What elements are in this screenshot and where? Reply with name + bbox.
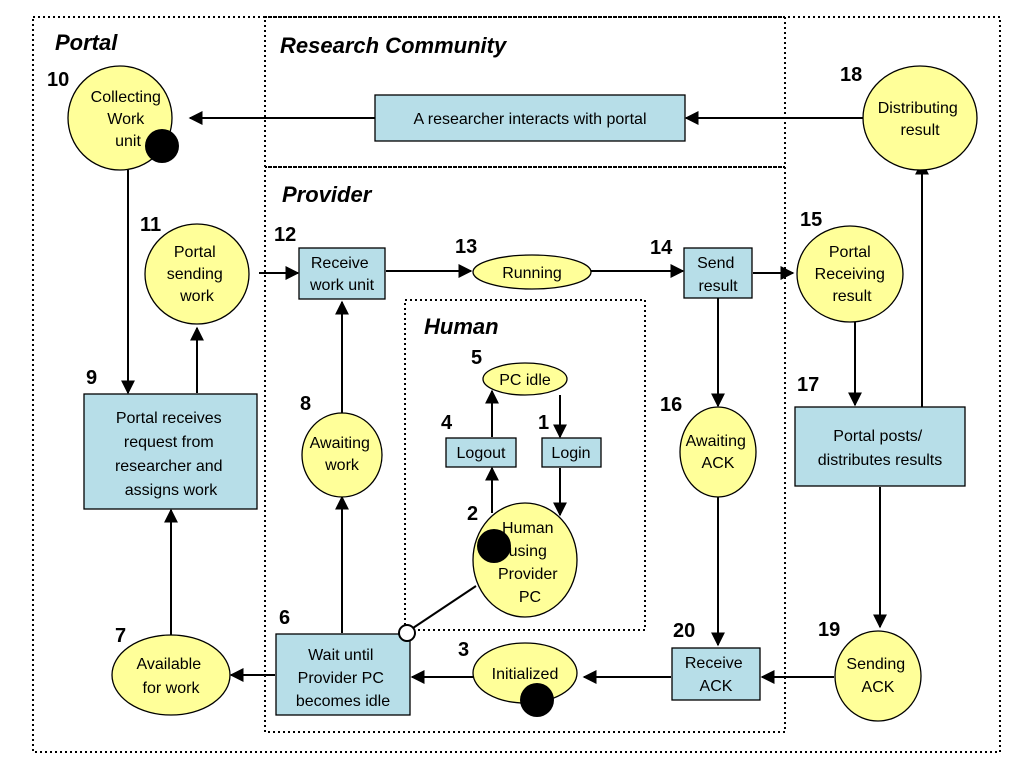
state-16-label: Awaiting ACK <box>686 433 751 472</box>
state-10: Collecting Work unit 10 <box>47 65 179 171</box>
state-2: Human using Provider PC 2 <box>467 502 578 618</box>
transition-4: Logout 4 <box>441 412 517 468</box>
state-15-label: Portal Receiving result <box>815 244 890 305</box>
state-19: Sending ACK 19 <box>818 619 922 722</box>
state-15-shape <box>796 225 904 323</box>
transition-20-shape <box>671 647 761 701</box>
transition-12: Receive work unit 12 <box>274 224 386 300</box>
transition-20: Receive ACK 20 <box>671 620 761 701</box>
state-5-number: 5 <box>471 347 482 369</box>
state-7: Available for work 7 <box>111 625 231 716</box>
state-2-token <box>477 529 511 563</box>
transition-1-label: Login <box>551 445 590 462</box>
transition-12-number: 12 <box>274 224 296 246</box>
state-16: Awaiting ACK 16 <box>660 394 757 498</box>
state-3-token <box>520 683 554 717</box>
state-2-number: 2 <box>467 503 478 525</box>
transition-9-shape <box>83 393 258 510</box>
transition-14-shape <box>683 247 753 299</box>
transition-14-label: Send result <box>697 255 739 295</box>
researcher-transition-shape <box>374 94 686 142</box>
transition-9: Portal receives request from researcher … <box>83 367 258 510</box>
state-5-shape <box>482 362 568 396</box>
state-10-label: Collecting Work unit <box>91 89 166 150</box>
transition-1: Login 1 <box>538 412 602 468</box>
transition-4-label: Logout <box>457 445 506 462</box>
transition-6-number: 6 <box>279 607 290 629</box>
state-2-label: Human using Provider PC <box>498 520 562 606</box>
region-title-provider: Provider <box>282 182 373 207</box>
state-11-shape <box>144 223 250 325</box>
edges <box>121 111 929 684</box>
edge-2-6-inhibitor <box>412 585 477 629</box>
transition-4-number: 4 <box>441 412 453 434</box>
state-18: Distributing result 18 <box>840 64 978 171</box>
transition-6-label: Wait until Provider PC becomes idle <box>296 647 390 710</box>
transition-12-label: Receive work unit <box>309 255 375 294</box>
transition-12-shape <box>298 247 386 300</box>
transition-14: Send result 14 <box>650 237 753 299</box>
inhibitor-arc-circle <box>398 624 416 642</box>
transition-1-number: 1 <box>538 412 549 434</box>
state-16-number: 16 <box>660 394 682 416</box>
state-3-number: 3 <box>458 639 469 661</box>
state-7-label: Available for work <box>136 656 205 697</box>
transition-1-shape <box>541 437 602 468</box>
region-title-human: Human <box>424 314 499 339</box>
state-13-number: 13 <box>455 236 477 258</box>
transition-researcher: A researcher interacts with portal <box>374 94 686 142</box>
transition-4-shape <box>445 437 517 468</box>
human-frame <box>404 299 646 631</box>
state-10-number: 10 <box>47 69 69 91</box>
transition-9-label: Portal receives request from researcher … <box>115 410 227 499</box>
portal-frame <box>32 16 1001 753</box>
state-3: Initialized 3 <box>458 639 578 717</box>
state-18-number: 18 <box>840 64 862 86</box>
state-8: Awaiting work 8 <box>300 393 383 498</box>
state-18-shape <box>862 65 978 171</box>
transition-6: Wait until Provider PC becomes idle 6 <box>275 607 416 716</box>
transition-17: Portal posts/ distributes results 17 <box>794 374 966 487</box>
state-13: Running 13 <box>455 236 592 290</box>
transition-14-number: 14 <box>650 237 673 259</box>
transition-17-shape <box>794 406 966 487</box>
state-8-shape <box>301 412 383 498</box>
state-11-number: 11 <box>140 214 161 236</box>
transition-17-label: Portal posts/ distributes results <box>818 428 943 469</box>
state-15: Portal Receiving result 15 <box>796 209 904 323</box>
transition-9-number: 9 <box>86 367 97 389</box>
state-7-number: 7 <box>115 625 126 647</box>
transition-20-number: 20 <box>673 620 695 642</box>
state-19-label: Sending ACK <box>846 656 909 696</box>
state-18-label: Distributing result <box>878 100 962 139</box>
state-11-label: Portal sending work <box>167 244 228 305</box>
state-16-shape <box>679 406 757 498</box>
researcher-transition-label: A researcher interacts with portal <box>414 111 647 128</box>
region-title-portal: Portal <box>55 30 118 55</box>
state-5-label: PC idle <box>499 372 551 389</box>
state-7-shape <box>111 634 231 716</box>
provider-frame <box>264 166 786 733</box>
state-5: PC idle 5 <box>471 347 568 396</box>
state-3-label: Initialized <box>492 666 559 683</box>
state-19-shape <box>834 630 922 722</box>
state-8-label: Awaiting work <box>310 435 375 474</box>
state-11: Portal sending work 11 <box>140 214 250 325</box>
region-title-research-community: Research Community <box>280 33 508 58</box>
state-13-label: Running <box>502 265 562 282</box>
state-10-token <box>145 129 179 163</box>
transition-6-shape <box>275 633 411 716</box>
transition-20-label: Receive ACK <box>685 655 747 695</box>
state-15-number: 15 <box>800 209 822 231</box>
state-19-number: 19 <box>818 619 840 641</box>
transition-17-number: 17 <box>797 374 819 396</box>
state-8-number: 8 <box>300 393 311 415</box>
state-13-shape <box>472 254 592 290</box>
